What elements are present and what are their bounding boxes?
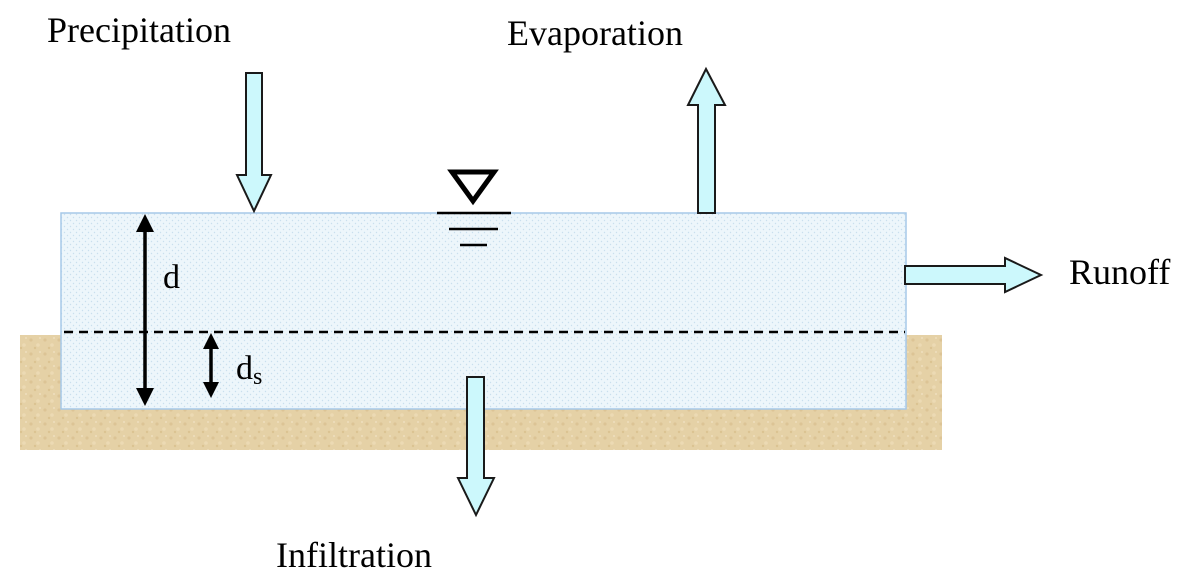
storage-depth-label-base: d [236,350,253,387]
depth-label: d [163,259,180,296]
infiltration-arrow-icon [456,376,496,518]
infiltration-label: Infiltration [276,535,432,575]
storage-depth-arrow-icon [203,333,219,398]
storage-depth-label: ds [236,350,262,390]
storage-depth-label-subscript: s [253,364,262,390]
depth-arrow-icon [136,214,154,406]
water-level-icon [437,169,511,247]
runoff-arrow-icon [904,256,1044,294]
precipitation-arrow-icon [235,72,273,214]
precipitation-label: Precipitation [47,10,231,50]
evaporation-arrow-icon [686,66,727,214]
runoff-label: Runoff [1069,252,1170,292]
evaporation-label: Evaporation [507,13,683,53]
